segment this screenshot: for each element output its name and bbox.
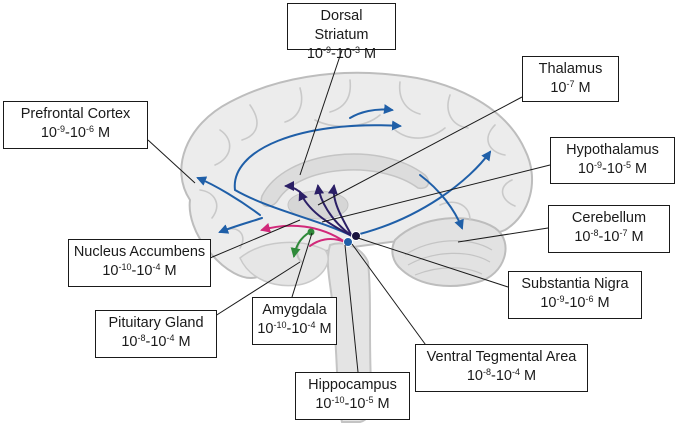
label-prefrontal-cortex: Prefrontal Cortex 10-9-10-6 M — [3, 101, 148, 149]
mesocortical-pathway — [196, 104, 492, 237]
leader-prefrontal-cortex — [147, 139, 196, 184]
concentration-range: 10-8-10-4 M — [121, 333, 191, 351]
nigrostriatal-pathway — [284, 181, 353, 237]
concentration-range: 10-10-10-5 M — [315, 395, 390, 413]
green-arrow — [290, 231, 311, 258]
leader-thalamus — [317, 96, 523, 206]
region-name: Hypothalamus — [566, 142, 659, 158]
concentration-range: 10-7 M — [550, 79, 591, 97]
leader-lines — [147, 49, 551, 373]
navy-arrow-left — [298, 190, 353, 237]
region-name: Thalamus — [538, 61, 603, 77]
region-name: Hippocampus — [308, 377, 397, 393]
label-hypothalamus: Hypothalamus 10-9-10-5 M — [550, 137, 675, 184]
concentration-range: 10-9-10-3 M — [306, 45, 377, 63]
label-dorsal-striatum: Dorsal Striatum 10-9-10-3 M — [287, 3, 396, 62]
label-nucleus-accumbens: Nucleus Accumbens 10-10-10-4 M — [68, 239, 211, 287]
region-name: Pituitary Gland — [108, 315, 204, 331]
concentration-range: 10-8-10-4 M — [466, 367, 537, 385]
leader-pituitary-gland — [211, 261, 301, 319]
blue-arrow-frontal-low — [218, 217, 263, 234]
region-name: Nucleus Accumbens — [73, 244, 206, 260]
vta-dot-icon — [343, 237, 353, 247]
blue-arrow-cortex-back — [233, 120, 402, 237]
region-name: Ventral Tegmental Area — [426, 349, 577, 365]
leader-hypothalamus — [321, 164, 551, 223]
tuberoinfundibular-pathway — [290, 231, 311, 258]
region-name: Substantia Nigra — [521, 276, 629, 292]
leader-substantia-nigra — [357, 237, 509, 288]
leader-nucleus-accumbens — [209, 219, 301, 259]
region-name: Dorsal Striatum — [314, 8, 369, 43]
label-pituitary-gland: Pituitary Gland 10-8-10-4 M — [95, 310, 217, 358]
label-hippocampus: Hippocampus 10-10-10-5 M — [295, 372, 410, 420]
concentration-range: 10-9-10-5 M — [577, 160, 648, 178]
mesolimbic-pathway — [260, 222, 346, 247]
region-name: Cerebellum — [571, 210, 647, 226]
concentration-range: 10-9-10-6 M — [40, 124, 111, 142]
pink-arrow — [260, 222, 346, 243]
navy-arrow-right — [327, 184, 353, 237]
concentration-range: 10-9-10-6 M — [540, 294, 610, 312]
label-ventral-tegmental-area: Ventral Tegmental Area 10-8-10-4 M — [415, 344, 588, 392]
label-substantia-nigra: Substantia Nigra 10-9-10-6 M — [508, 271, 642, 319]
region-name: Amygdala — [262, 302, 327, 318]
leader-cerebellum — [457, 227, 549, 243]
blue-arrow-top — [349, 104, 394, 119]
blue-arrow-frontal — [196, 176, 261, 216]
region-name: Prefrontal Cortex — [20, 106, 131, 122]
leader-vta — [351, 243, 429, 349]
leader-hippocampus — [344, 244, 359, 373]
label-cerebellum: Cerebellum 10-8-10-7 M — [548, 205, 670, 253]
concentration-range: 10-8-10-7 M — [574, 228, 644, 246]
substantia-nigra-dot-icon — [351, 231, 361, 241]
concentration-range: 10-10-10-4 M — [257, 320, 332, 338]
navy-arrow-mid — [314, 184, 353, 237]
leader-amygdala — [291, 232, 313, 298]
amygdala-dot-icon — [307, 228, 315, 236]
blue-arrow-occipital — [419, 174, 464, 230]
blue-arrow-posterior — [351, 150, 492, 237]
label-amygdala: Amygdala 10-10-10-4 M — [252, 297, 337, 345]
leader-dorsal-striatum — [299, 49, 343, 176]
label-thalamus: Thalamus 10-7 M — [522, 56, 619, 102]
concentration-range: 10-10-10-4 M — [102, 262, 177, 280]
